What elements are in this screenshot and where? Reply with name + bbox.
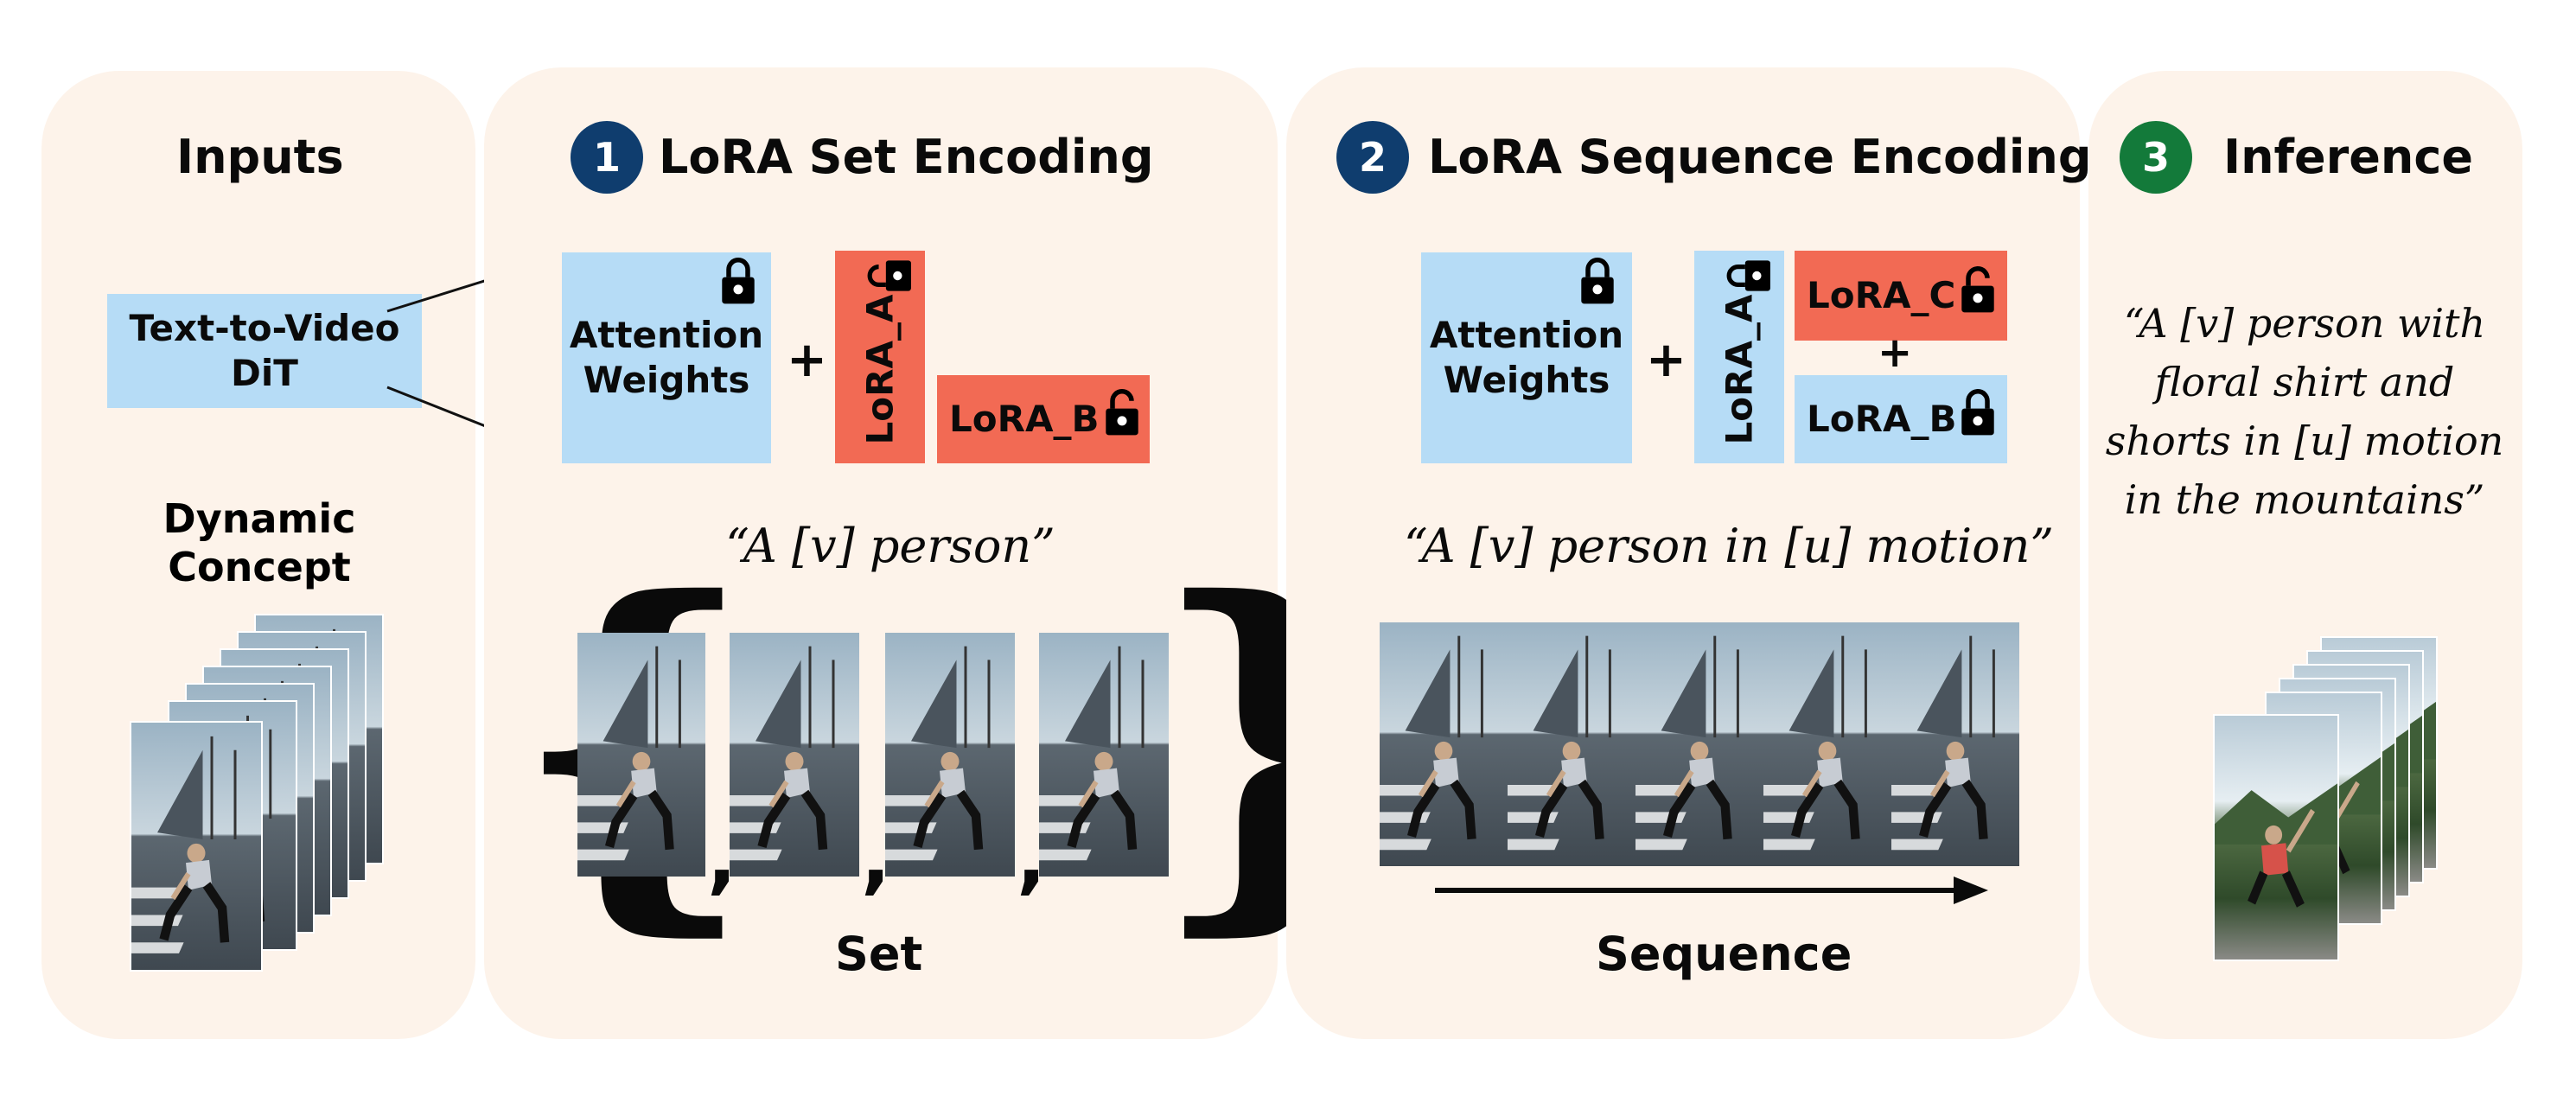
- step-1-badge: 1: [571, 121, 643, 194]
- plus-sign: +: [1878, 328, 1913, 377]
- model-line-2: DiT: [231, 352, 298, 394]
- lora-b-box: LoRA_B: [937, 375, 1150, 463]
- inference-stack-svg: [2213, 636, 2438, 961]
- stack-frame-front: [130, 721, 263, 972]
- set-prompt: “A [v] person”: [725, 519, 1055, 573]
- inference-prompt: “A [v] person with floral shirt and shor…: [2097, 294, 2512, 529]
- attention-line-2: Weights: [583, 359, 750, 401]
- stack-frame-front: [2213, 714, 2339, 961]
- lock-icon: [1959, 387, 1997, 437]
- attention-line-2: Weights: [1443, 359, 1610, 401]
- dynamic-concept-label: Dynamic Concept: [130, 494, 389, 591]
- inputs-title: Inputs: [176, 130, 344, 184]
- attention-line-1: Attention: [569, 314, 764, 356]
- inference-title: Inference: [2223, 130, 2473, 184]
- attention-line-1: Attention: [1429, 314, 1624, 356]
- step-2-badge: 2: [1336, 121, 1409, 194]
- model-line-1: Text-to-Video: [129, 307, 400, 349]
- lock-icon: [1578, 256, 1616, 306]
- inference-prompt-line-3: shorts in [u] motion: [2105, 418, 2504, 464]
- inference-frame-stack: [2213, 636, 2438, 965]
- plus-sign: +: [787, 332, 827, 388]
- concept-line-2: Concept: [168, 544, 351, 590]
- unlock-icon: [1959, 265, 1997, 315]
- frame-stack-svg: [130, 614, 384, 972]
- sequence-encoding-panel: [1286, 67, 2080, 1039]
- lock-icon: [1725, 258, 1772, 294]
- set-encoding-title: LoRA Set Encoding: [659, 130, 1154, 184]
- set-frame-1: [577, 633, 705, 877]
- lora-c-label: LoRA_C: [1807, 274, 1956, 316]
- plus-sign: +: [1646, 332, 1687, 388]
- set-caption: Set: [835, 927, 923, 981]
- lora-a-label: LoRA_A: [1718, 294, 1761, 445]
- lora-b-label: LoRA_B: [1807, 398, 1957, 440]
- set-frame-2: [730, 633, 859, 877]
- lora-a-label: LoRA_A: [858, 294, 902, 445]
- lock-icon: [719, 256, 757, 306]
- step-3-badge: 3: [2120, 121, 2192, 194]
- lora-b-label: LoRA_B: [949, 398, 1100, 440]
- right-arrow: [1435, 877, 1988, 904]
- inference-prompt-line-4: in the mountains”: [2124, 476, 2485, 523]
- set-frame-4: [1039, 633, 1169, 877]
- inference-prompt-line-1: “A [v] person with: [2123, 300, 2486, 347]
- film-strip-svg: [1380, 622, 2019, 866]
- unlock-icon: [1103, 387, 1141, 437]
- set-frame-3: [885, 633, 1015, 877]
- sequence-film-strip: [1380, 622, 2019, 866]
- text-to-video-dit-box: Text-to-Video DiT: [107, 294, 422, 408]
- inference-prompt-line-2: floral shirt and: [2154, 359, 2455, 405]
- sequence-caption: Sequence: [1596, 927, 1852, 981]
- set-encoding-panel: [484, 67, 1278, 1039]
- unlock-icon: [866, 258, 913, 294]
- frame-image: [885, 633, 1015, 877]
- sequence-prompt: “A [v] person in [u] motion”: [1404, 519, 2054, 573]
- sequence-encoding-title: LoRA Sequence Encoding: [1428, 130, 2092, 184]
- frame-image: [577, 633, 705, 877]
- frame-image: [730, 633, 859, 877]
- dynamic-concept-frame-stack: [130, 609, 389, 972]
- concept-line-1: Dynamic: [163, 495, 356, 542]
- frame-image: [1039, 633, 1169, 877]
